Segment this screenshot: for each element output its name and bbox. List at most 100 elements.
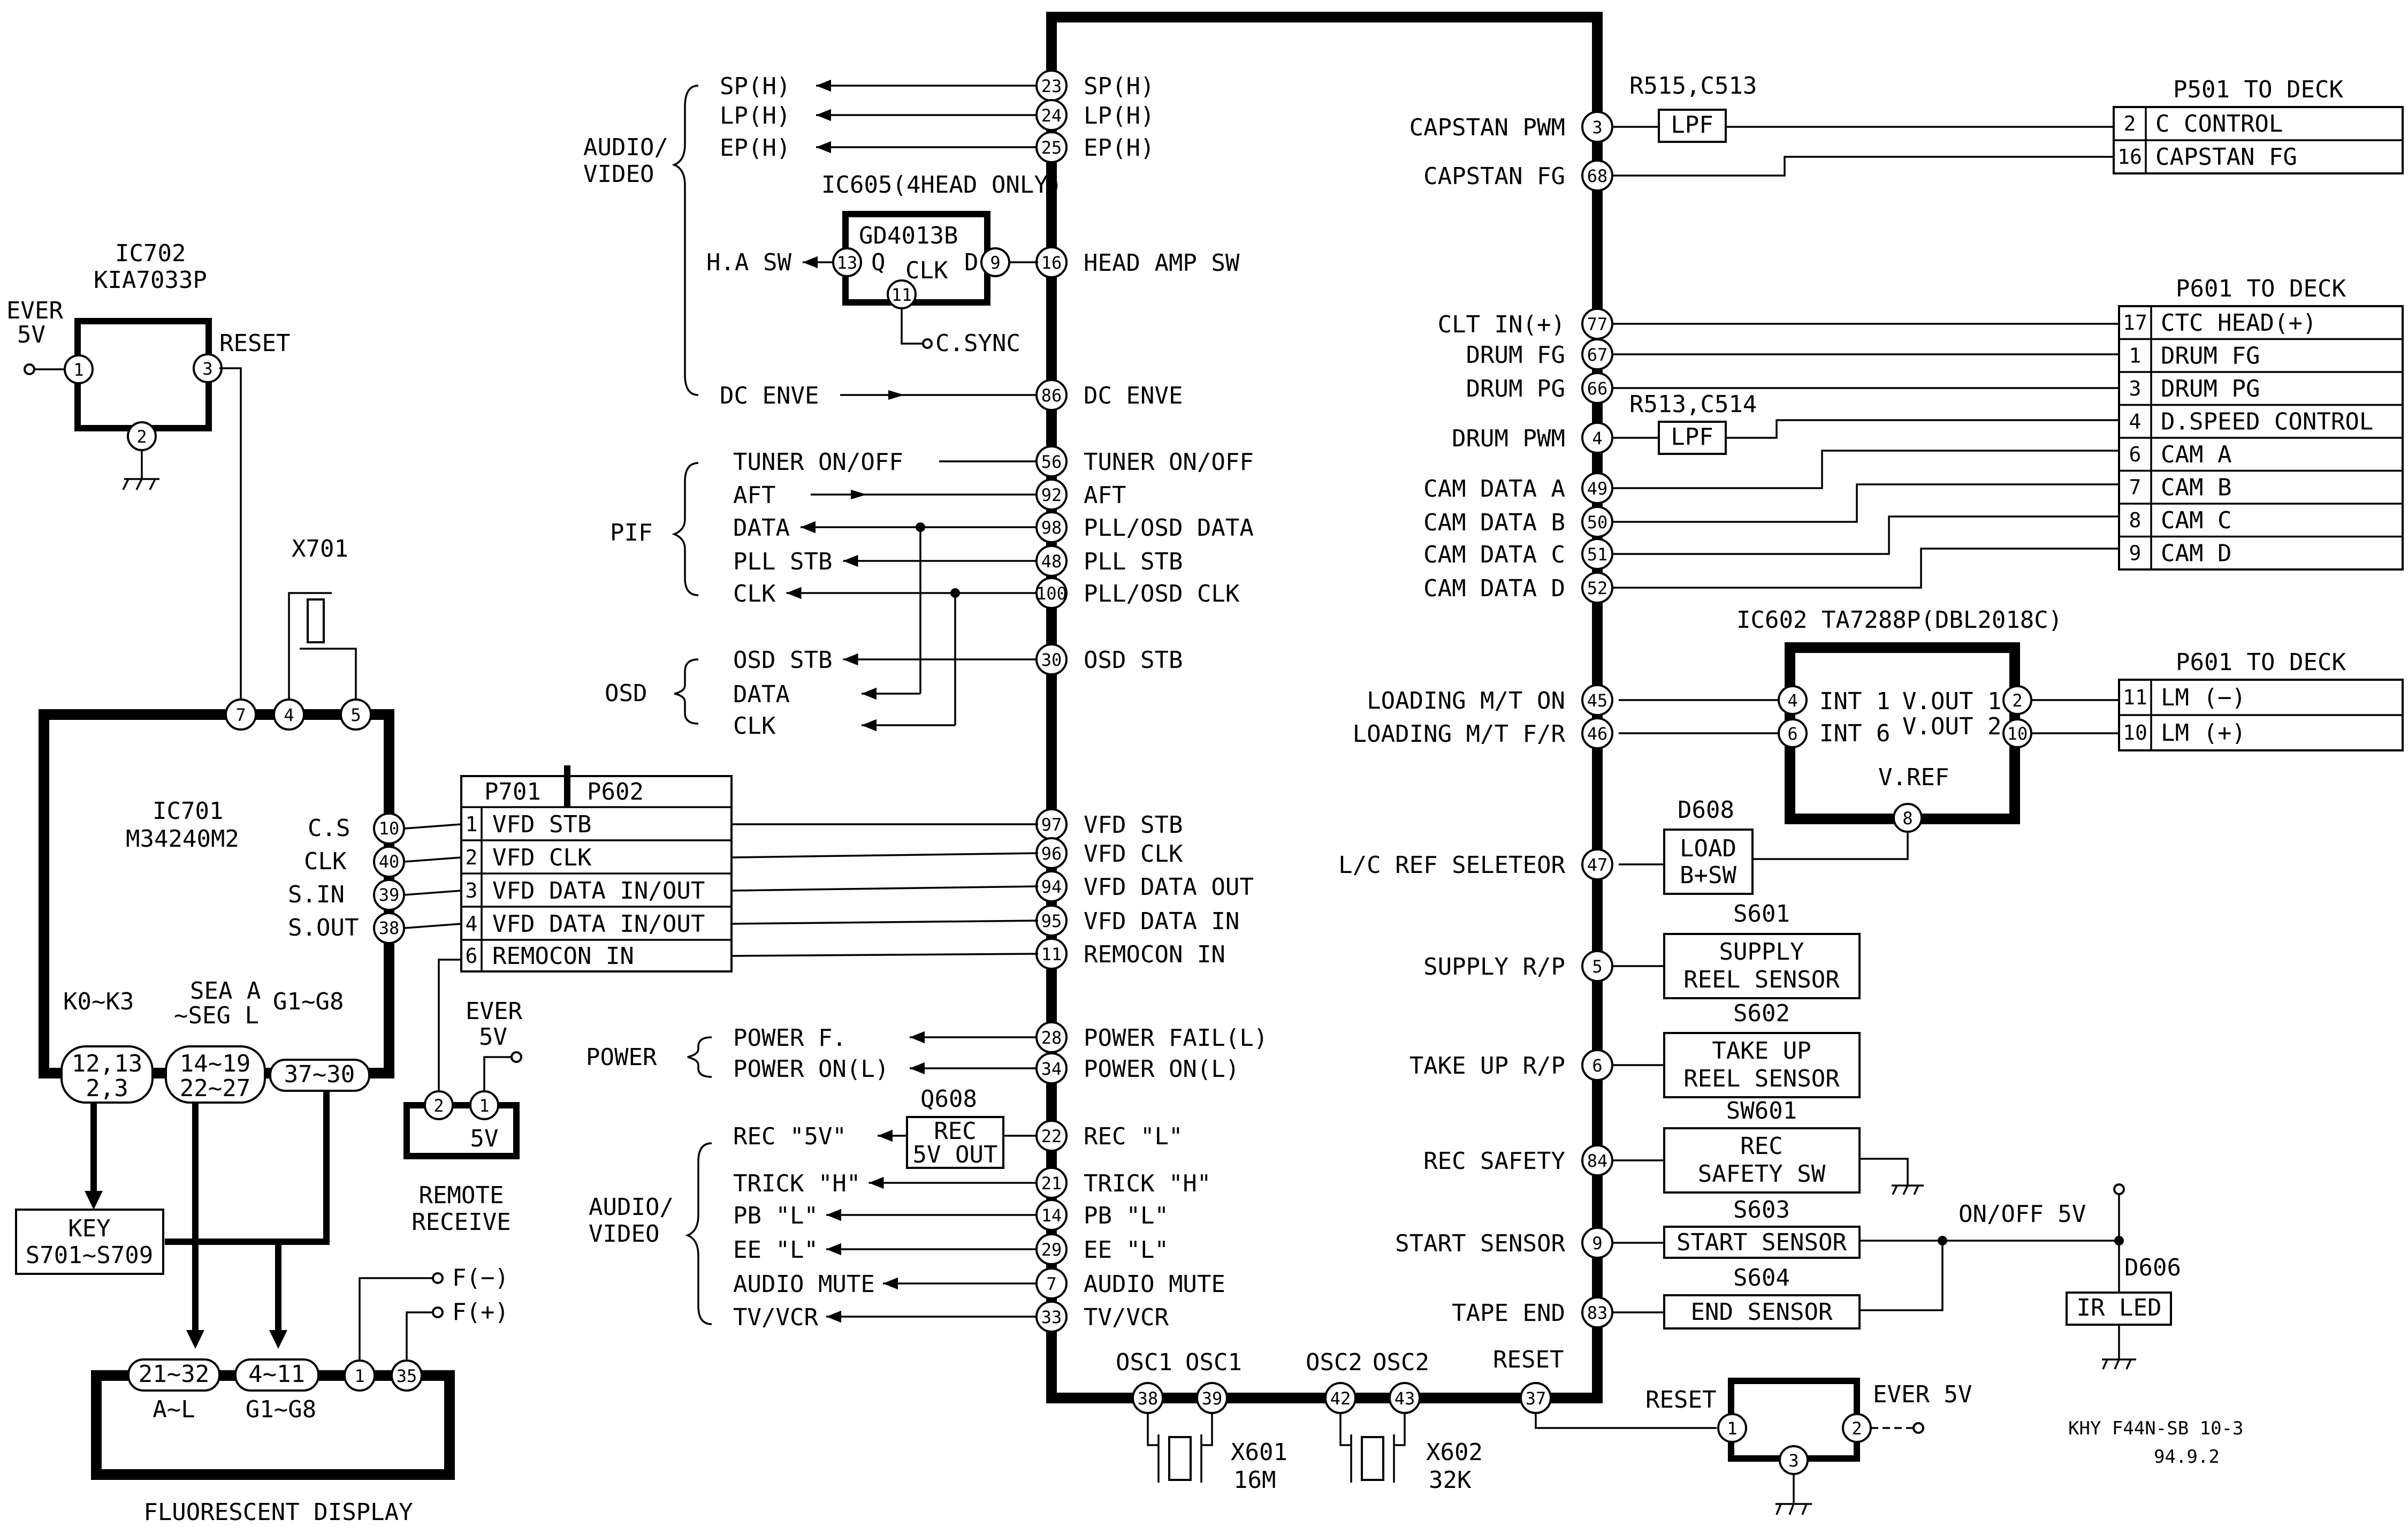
- main-pin-83-num: 83: [1587, 1303, 1608, 1323]
- p501-row-pin: 16: [2117, 145, 2142, 169]
- ic701-pin-38-num: 38: [379, 918, 400, 938]
- sensor-label-1: TAKE UP: [1712, 1037, 1811, 1065]
- connector-row-pin: 6: [466, 944, 478, 968]
- key-label: KEY: [68, 1215, 110, 1242]
- sensor-name: S602: [1733, 1000, 1790, 1027]
- main-right-signal-name: CAM DATA C: [1423, 541, 1565, 568]
- sensor-label-1: START SENSOR: [1677, 1229, 1847, 1256]
- d606-body: [2066, 1292, 2172, 1326]
- main-signal-name: PLL STB: [1084, 548, 1183, 575]
- main-signal-name: EE "L": [1084, 1236, 1169, 1264]
- sensor-label-1: REC: [1740, 1133, 1782, 1160]
- main-pin-30-num: 30: [1041, 650, 1062, 670]
- main-pin-84-num: 84: [1587, 1151, 1608, 1171]
- key-box: [15, 1209, 164, 1275]
- ext-signal-label: POWER F.: [733, 1024, 847, 1052]
- ic602-vout2: V.OUT 2: [1902, 713, 2001, 740]
- main-right-signal-name: TAKE UP R/P: [1409, 1052, 1565, 1080]
- ic701-bus-conn-k-2: 2,3: [86, 1075, 128, 1102]
- p601b-row-pin: 11: [2123, 686, 2147, 709]
- sensor-box: [1663, 1294, 1861, 1330]
- p601a-row-pin: 7: [2129, 475, 2142, 499]
- ic701-sig-cs: C.S: [308, 815, 350, 842]
- d608-l1: LOAD: [1680, 835, 1736, 862]
- ic702-ever-v: 5V: [17, 321, 45, 348]
- main-pin-50-num: 50: [1587, 512, 1608, 533]
- main-pin-97-num: 97: [1041, 815, 1062, 835]
- reset-ic-pin-1: [1717, 1413, 1747, 1443]
- group-osd: OSD: [605, 680, 647, 707]
- main-right-signal-name: START SENSOR: [1395, 1230, 1565, 1257]
- x701-label: X701: [292, 535, 348, 563]
- q608-l1: REC: [934, 1118, 976, 1145]
- p601a-row-label: CAM C: [2161, 507, 2231, 534]
- remote-label-2: RECEIVE: [412, 1209, 510, 1236]
- main-pin-68-num: 68: [1587, 166, 1608, 186]
- ic701-pin-7: [225, 698, 257, 731]
- main-pin-47: [1581, 848, 1613, 880]
- lpf2-box: [1658, 421, 1727, 455]
- display-pin-1-num: 1: [354, 1366, 364, 1386]
- connector-row-pin: 3: [466, 879, 478, 902]
- ext-signal-label: CLK: [733, 580, 776, 607]
- ext-signal-label: TRICK "H": [733, 1170, 860, 1197]
- ic702-part: KIA7033P: [94, 267, 207, 294]
- main-signal-name: VFD DATA IN: [1084, 908, 1239, 935]
- osc-pin-42-num: 42: [1330, 1388, 1351, 1409]
- sensor-box: [1663, 933, 1861, 999]
- ic605-part: GD4013B: [859, 222, 958, 249]
- main-pin-66-num: 66: [1587, 378, 1608, 399]
- p601a-row-pin: 3: [2129, 377, 2142, 400]
- main-signal-name: TV/VCR: [1084, 1304, 1169, 1331]
- f-minus-terminal: [432, 1272, 444, 1284]
- main-pin-28-num: 28: [1041, 1028, 1062, 1048]
- main-pin-6-num: 6: [1592, 1055, 1602, 1076]
- d606-label: IR LED: [2077, 1294, 2162, 1321]
- main-signal-name: SP(H): [1084, 73, 1154, 100]
- main-pin-47-num: 47: [1587, 855, 1608, 875]
- connector-h2: P602: [587, 778, 644, 806]
- main-signal-name: LP(H): [1084, 102, 1154, 130]
- main-pin-5-num: 5: [1592, 956, 1602, 977]
- ic602-pin-10-num: 10: [2007, 724, 2028, 744]
- main-signal-name: PB "L": [1084, 1202, 1169, 1229]
- sensor-label-1: SUPPLY: [1719, 938, 1804, 966]
- ic701-sig-sin: S.IN: [288, 881, 345, 908]
- main-pin-92-num: 92: [1041, 485, 1062, 505]
- sensor-name: SW601: [1726, 1097, 1797, 1125]
- reset-ic-reset: RESET: [1645, 1386, 1716, 1414]
- x602-name: X602: [1426, 1439, 1483, 1466]
- main-pin-77-num: 77: [1587, 314, 1608, 335]
- display-sub-a: A~L: [153, 1396, 195, 1423]
- main-right-signal-name: DRUM FG: [1466, 341, 1565, 369]
- ext-signal-label: TV/VCR: [733, 1304, 818, 1331]
- remote-5v-terminal: [510, 1051, 522, 1063]
- ic605-clk: CLK: [905, 257, 948, 284]
- q608-body: [906, 1116, 1004, 1169]
- main-pin-94-num: 94: [1041, 877, 1062, 897]
- ic605-title: IC605(4HEAD ONLY): [821, 171, 1062, 199]
- brace-power: [687, 1036, 712, 1078]
- lpf1-box: [1658, 109, 1727, 143]
- main-pin-29-num: 29: [1041, 1240, 1062, 1260]
- connector-row-label: VFD STB: [492, 811, 591, 838]
- main-pin-86-num: 86: [1041, 385, 1062, 406]
- ic702-name: IC702: [115, 240, 186, 267]
- main-pin-46-num: 46: [1587, 724, 1608, 744]
- display-label: FLUORESCENT DISPLAY: [143, 1499, 413, 1526]
- ext-signal-label: LP(H): [720, 102, 790, 130]
- sensor-box: [1663, 1032, 1861, 1098]
- main-pin-48-num: 48: [1041, 551, 1062, 572]
- p601a-row-pin: 4: [2129, 409, 2142, 433]
- x601-freq: 16M: [1233, 1467, 1276, 1494]
- p601a-row-pin: 6: [2129, 443, 2142, 466]
- main-right-signal-name: L/C REF SELETEOR: [1338, 852, 1565, 879]
- main-pin-11-num: 11: [1041, 944, 1062, 964]
- p601b-row-pin: 10: [2123, 721, 2147, 744]
- connector-h1: P701: [484, 778, 541, 806]
- ic701-bus-seg: ~SEG L: [174, 1002, 259, 1029]
- display-conn-g: [234, 1358, 319, 1392]
